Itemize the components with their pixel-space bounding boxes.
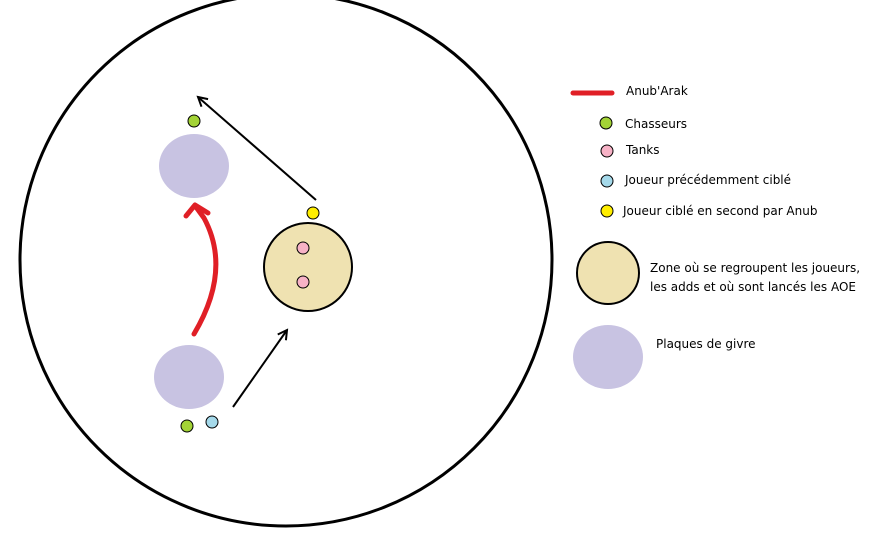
joueur-precedent-dot — [205, 415, 219, 429]
legend-plaques-label: Plaques de givre — [656, 337, 756, 351]
arrow-to-top-plate — [198, 97, 317, 201]
chasseur-dot-top — [187, 114, 201, 128]
legend-joueur-precedent-label: Joueur précédemment ciblé — [625, 173, 792, 187]
joueur-second-dot — [306, 206, 320, 220]
tank-dot-2 — [296, 275, 310, 289]
legend-tanks-label: Tanks — [626, 143, 660, 157]
legend-tanks-swatch — [600, 144, 614, 158]
legend-plaques-swatch — [573, 325, 643, 389]
arena-circle — [18, 0, 554, 528]
legend-joueur-second-label: Joueur ciblé en second par Anub — [623, 204, 818, 218]
legend-chasseurs-swatch — [599, 116, 613, 130]
chasseur-dot-bottom — [180, 419, 194, 433]
anubarak-arrowhead — [183, 202, 211, 219]
legend-zone-label-line2: les adds et où sont lancés les AOE — [650, 280, 856, 294]
tank-dot-1 — [296, 241, 310, 255]
legend-zone-label-line1: Zone où se regroupent les joueurs, — [650, 261, 861, 275]
anubarak-path — [191, 204, 219, 337]
gathering-zone — [263, 222, 353, 312]
arrow-to-zone — [232, 330, 287, 408]
legend-joueur-precedent-swatch — [600, 174, 614, 188]
legend-chasseurs-label: Chasseurs — [625, 117, 688, 131]
frost-plate-top — [159, 134, 229, 198]
frost-plate-bottom — [154, 345, 224, 409]
legend-joueur-second-swatch — [600, 204, 614, 218]
legend-zone-swatch — [576, 241, 640, 305]
legend-anubarak-label: Anub'Arak — [626, 84, 688, 98]
legend-zone-label: Zone où se regroupent les joueurs, les a… — [650, 259, 860, 297]
